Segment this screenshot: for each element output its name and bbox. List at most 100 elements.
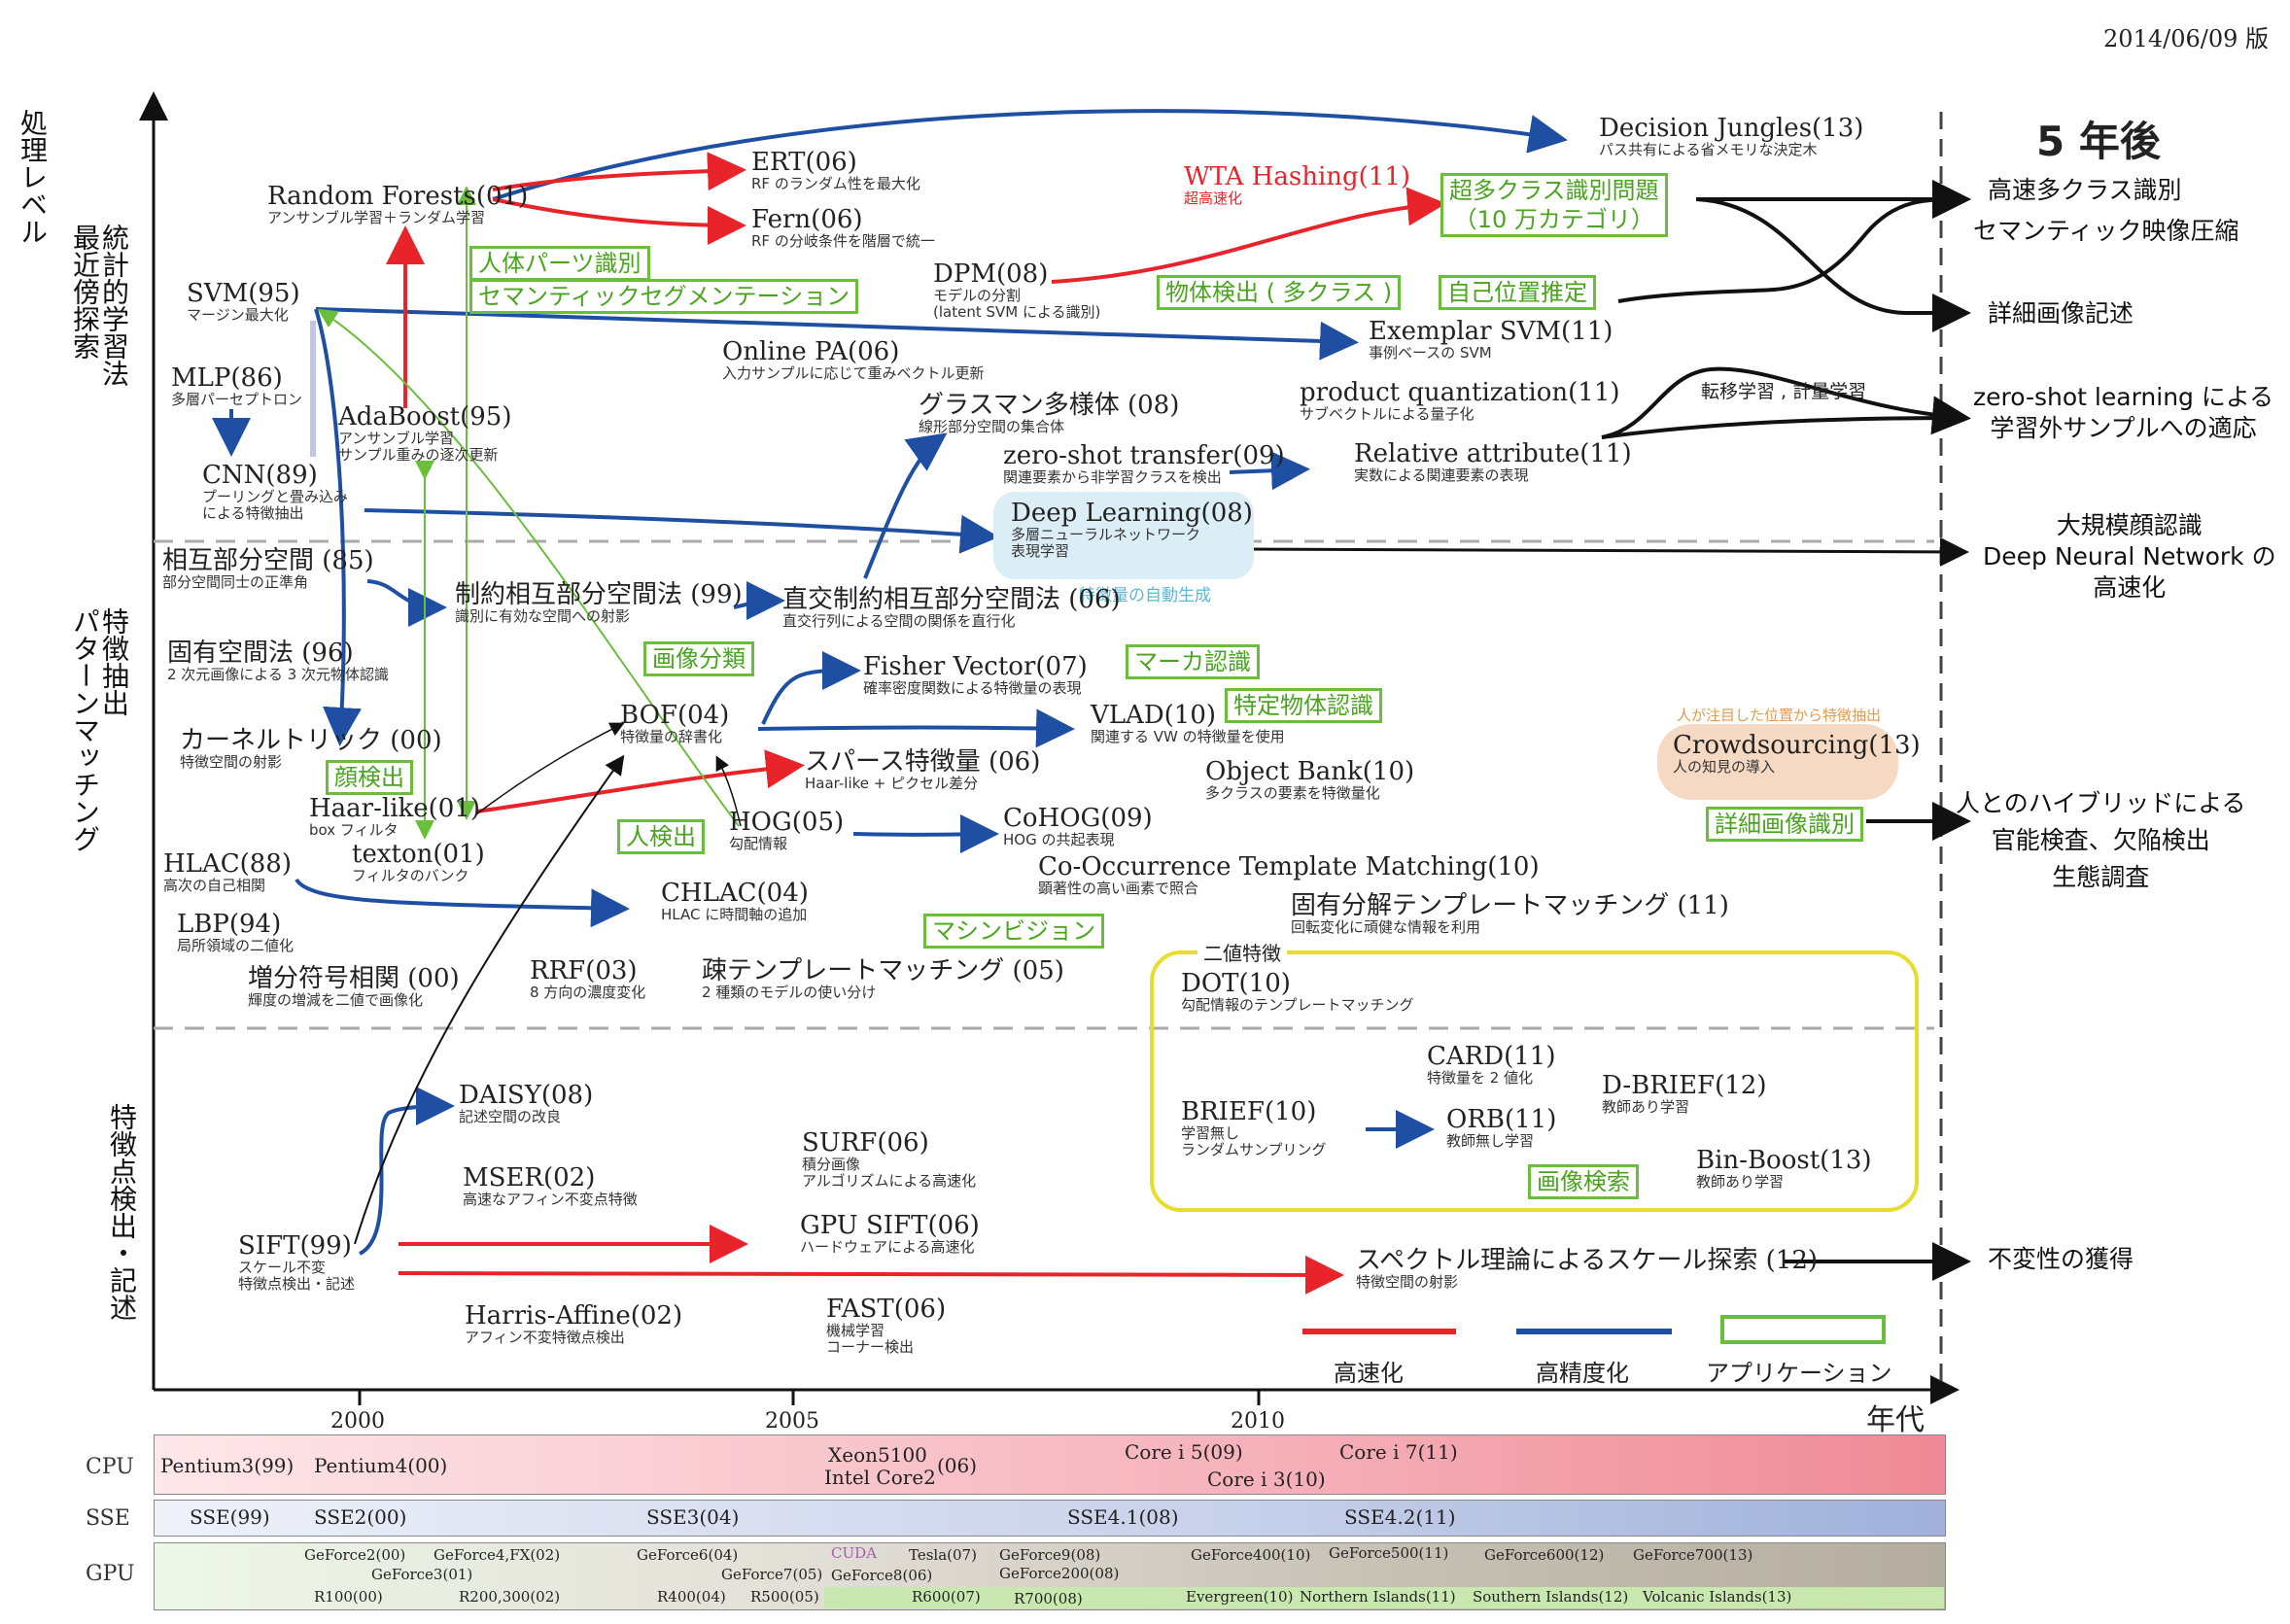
node-bof: BOF(04)特徴量の辞書化 (620, 701, 730, 745)
node-hlac: HLAC(88)高次の自己相関 (163, 849, 292, 894)
future-invariance: 不変性の獲得 (1988, 1245, 2134, 1273)
node-grassmann: グラスマン多様体 (08)線形部分空間の集合体 (919, 391, 1180, 435)
sse-item: SSE4.1(08) (1067, 1505, 1179, 1529)
legend-accuracy-label: 高精度化 (1536, 1360, 1629, 1387)
node-orb: ORB(11)教師無し学習 (1446, 1105, 1557, 1150)
node-dot: DOT(10)勾配情報のテンプレートマッチング (1181, 969, 1414, 1014)
cpu-item: Pentium4(00) (314, 1454, 448, 1477)
node-wta-hashing: WTA Hashing(11)超高速化 (1184, 162, 1411, 207)
node-haar-like: Haar-like(01)box フィルタ (309, 794, 481, 839)
year-2000: 2000 (330, 1409, 385, 1434)
gpu-item: CUDA (831, 1544, 877, 1562)
app-many-class: 超多クラス識別問題 （10 万カテゴリ） (1440, 173, 1668, 237)
gpu-amd-strip (824, 1587, 1944, 1608)
node-decision-jungles: Decision Jungles(13)パス共有による省メモリな決定木 (1599, 114, 1864, 158)
gpu-item: R500(05) (750, 1588, 819, 1606)
gpu-item: GeForce2(00) (304, 1546, 406, 1564)
future-zero-shot: zero-shot learning による 学習外サンプルへの適応 (1973, 383, 2274, 442)
transfer-metric-note: 転移学習 , 計量学習 (1701, 381, 1867, 402)
node-online-pa: Online PA(06)入力サンプルに応じて重みベクトル更新 (722, 337, 985, 382)
version-date: 2014/06/09 版 (2103, 25, 2269, 52)
gpu-item: GeForce6(04) (637, 1546, 739, 1564)
binary-feature-frame (1150, 950, 1919, 1212)
gpu-item: R100(00) (314, 1588, 383, 1606)
app-fine-grained: 詳細画像識別 (1706, 807, 1863, 842)
gpu-item: R700(08) (1014, 1590, 1083, 1607)
category-stat: 統計的学習法 最近傍探索 (69, 224, 130, 387)
node-rrf: RRF(03)8 方向の濃度変化 (530, 956, 646, 1001)
cpu-label: CPU (86, 1455, 134, 1479)
cpu-item: (06) (937, 1454, 978, 1477)
future-hybrid: 人とのハイブリッドによる 官能検査、欠陥検出 生態調査 (1956, 789, 2246, 891)
gpu-item: GeForce8(06) (831, 1567, 933, 1584)
node-fast: FAST(06)機械学習 コーナー検出 (826, 1295, 947, 1356)
node-texton: texton(01)フィルタのバンク (352, 840, 485, 884)
future-fast-multiclass: 高速多クラス識別 (1988, 176, 2182, 204)
app-image-classification: 画像分類 (643, 641, 754, 676)
category-keypoint: 特徴点検出・記述 (106, 1103, 138, 1321)
future-semantic-compression: セマンティック映像圧縮 (1973, 217, 2239, 245)
app-semantic-segmentation: セマンティックセグメンテーション (469, 279, 859, 314)
node-lbp: LBP(94)局所領域の二値化 (177, 910, 295, 954)
node-crowdsourcing: Crowdsourcing(13)人の知見の導入 (1657, 724, 1921, 800)
gpu-item: Tesla(07) (909, 1546, 977, 1564)
crowd-note: 人が注目した位置から特徴抽出 (1677, 707, 1882, 724)
app-person-detection: 人検出 (617, 819, 705, 854)
node-mlp: MLP(86)多層パーセプトロン (171, 363, 303, 408)
gpu-item: GeForce9(08) (999, 1546, 1101, 1564)
app-marker-recognition: マーカ認識 (1126, 644, 1260, 679)
node-bin-boost: Bin-Boost(13)教師あり学習 (1696, 1146, 1872, 1191)
year-2010: 2010 (1231, 1409, 1285, 1434)
binary-feature-title: 二値特徴 (1197, 938, 1287, 966)
node-exemplar-svm: Exemplar SVM(11)事例ベースの SVM (1369, 317, 1613, 362)
auto-feature-note: 特徴量の自動生成 (1079, 586, 1211, 605)
app-face-detection: 顔検出 (326, 760, 413, 795)
sse-band (154, 1500, 1946, 1537)
app-machine-vision: マシンビジョン (923, 914, 1104, 949)
gpu-item: GeForce200(08) (999, 1565, 1120, 1582)
node-cohog: CoHOG(09)HOG の共起表現 (1003, 804, 1153, 848)
gpu-item: GeForce3(01) (371, 1566, 473, 1583)
gpu-item: Evergreen(10) (1186, 1588, 1294, 1606)
node-eigen-tm: 固有分解テンプレートマッチング (11)回転変化に頑健な情報を利用 (1291, 891, 1729, 936)
gpu-item: R400(04) (657, 1588, 726, 1606)
node-eigenspace: 固有空間法 (96)2 次元画像による 3 次元物体認識 (167, 639, 389, 683)
cpu-item: Intel Core2 (824, 1466, 936, 1489)
cpu-item: Core i 5(09) (1125, 1440, 1243, 1464)
gpu-item: GeForce600(12) (1484, 1546, 1605, 1564)
app-specific-object: 特定物体認識 (1225, 688, 1382, 723)
node-sparse-tm: 疎テンプレートマッチング (05)2 種類のモデルの使い分け (702, 956, 1064, 1001)
node-sift: SIFT(99)スケール不変 特徴点検出・記述 (238, 1231, 356, 1293)
cpu-item: Core i 7(11) (1339, 1440, 1458, 1464)
node-hog: HOG(05)勾配情報 (729, 808, 845, 852)
node-kernel-trick: カーネルトリック (00)特徴空間の射影 (180, 726, 442, 771)
gpu-item: GeForce7(05) (721, 1566, 823, 1583)
node-harris-affine: Harris-Affine(02)アフィン不変特徴点検出 (465, 1301, 683, 1346)
node-isc: 増分符号相関 (00)輝度の増減を二値で画像化 (248, 964, 460, 1009)
app-body-parts: 人体パーツ識別 (469, 246, 650, 281)
gpu-item: GeForce4,FX(02) (434, 1546, 561, 1564)
node-cotm: Co-Occurrence Template Matching(10)顕著性の高… (1038, 852, 1540, 897)
node-mser: MSER(02)高速なアフィン不変点特徴 (463, 1163, 638, 1208)
node-relative-attribute: Relative attribute(11)実数による関連要素の表現 (1354, 439, 1632, 484)
node-fern: Fern(06)RF の分岐条件を階層で統一 (751, 205, 935, 250)
node-deep-learning: Deep Learning(08)多層ニューラルネットワーク 表現学習 (993, 492, 1254, 579)
legend-application-label: アプリケーション (1706, 1360, 1892, 1387)
node-svm: SVM(95)マージン最大化 (187, 279, 300, 324)
node-random-forests: Random Forests(01)アンサンブル学習＋ランダム学習 (267, 182, 529, 226)
node-object-bank: Object Bank(10)多クラスの要素を特徴量化 (1205, 757, 1415, 802)
gpu-item: Volcanic Islands(13) (1643, 1588, 1792, 1606)
gpu-item: GeForce700(13) (1633, 1546, 1753, 1564)
gpu-item: R600(07) (912, 1588, 981, 1606)
node-adaboost: AdaBoost(95)アンサンブル学習 サンプル重みの逐次更新 (338, 402, 512, 464)
y-axis-label: 処理レベル (17, 109, 49, 245)
sse-item: SSE4.2(11) (1344, 1505, 1456, 1529)
node-spectral: スペクトル理論によるスケール探索 (12)特徴空間の射影 (1356, 1246, 1819, 1291)
future-face-dnn: 大規模顔認識 Deep Neural Network の 高速化 (1983, 511, 2276, 602)
app-image-search: 画像検索 (1528, 1164, 1639, 1199)
node-fisher-vector: Fisher Vector(07)確率密度関数による特徴量の表現 (863, 652, 1088, 697)
node-daisy: DAISY(08)記述空間の改良 (459, 1081, 594, 1125)
cpu-item: Xeon5100 (828, 1443, 927, 1467)
gpu-item: GeForce500(11) (1329, 1544, 1449, 1562)
node-surf: SURF(06)積分画像 アルゴリズムによる高速化 (802, 1128, 977, 1190)
